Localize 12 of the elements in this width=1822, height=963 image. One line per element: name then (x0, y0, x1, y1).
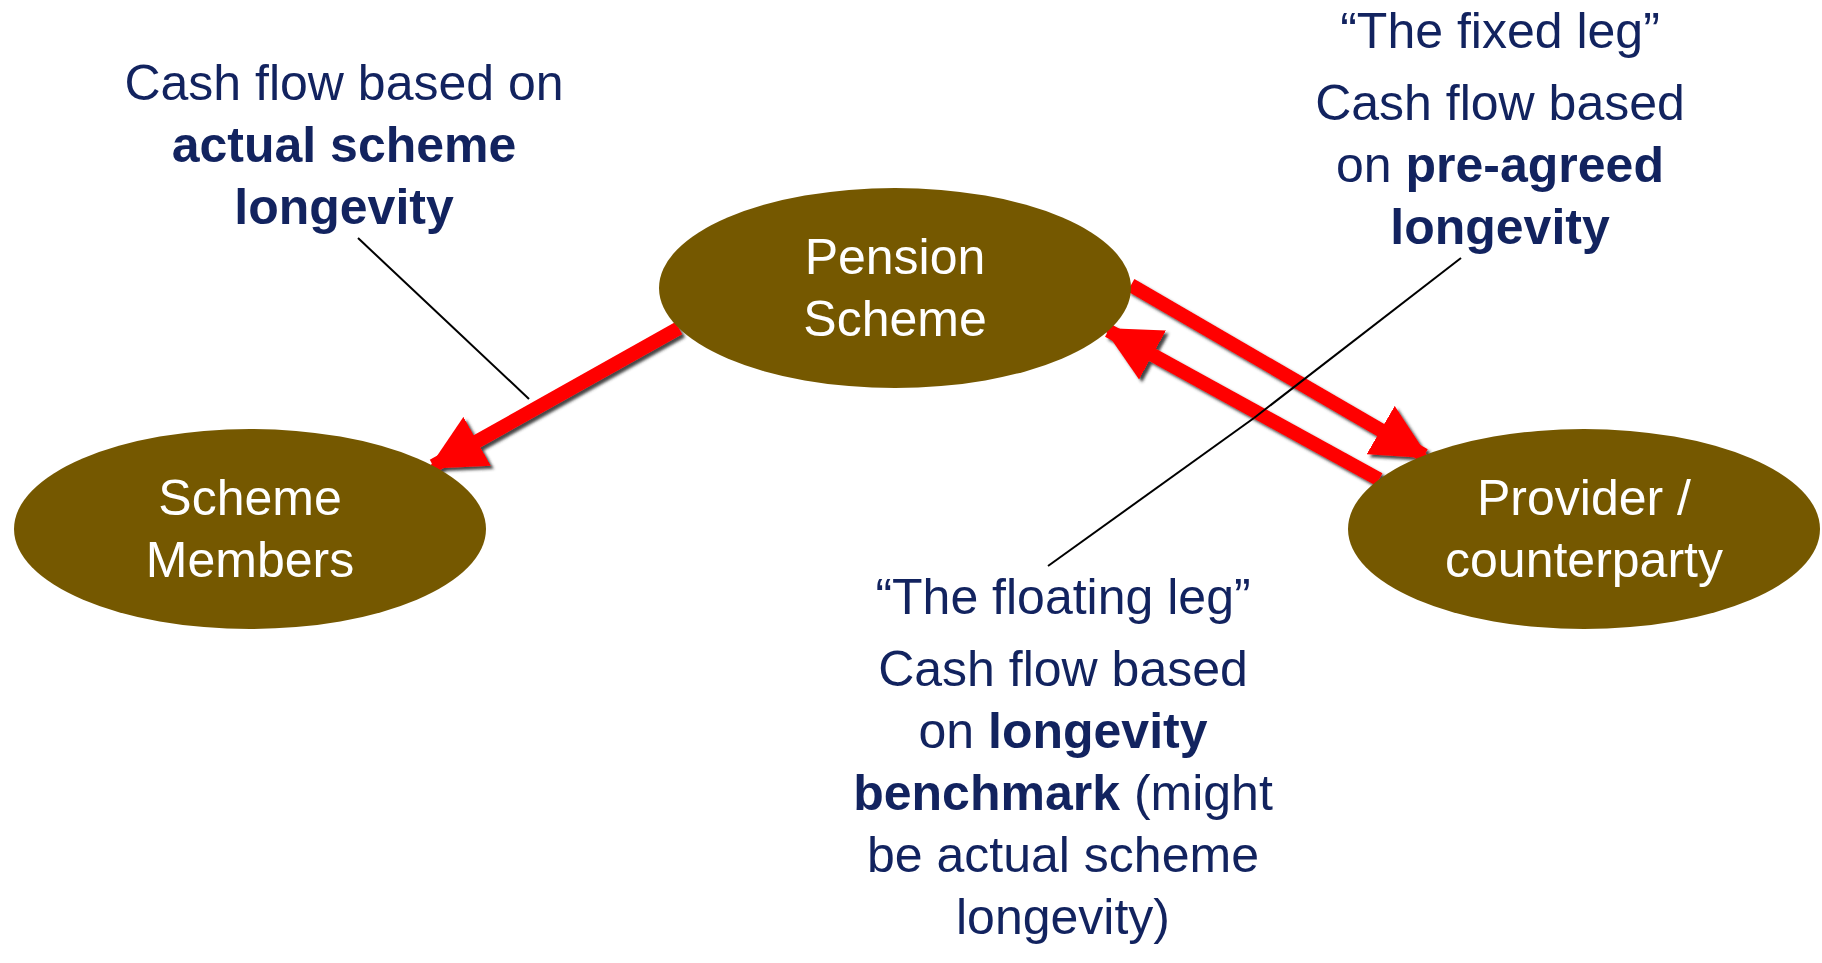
annotation-text: Cash flow based on actual scheme longevity (123, 54, 565, 237)
leader-line (1253, 257, 1462, 419)
leg-heading: “The floating leg” (874, 568, 1252, 627)
annotation-text: Cash flow based on longevity benchmark (might be actual scheme longevity) (853, 640, 1273, 947)
arrow (1103, 324, 1383, 486)
party-name: Pension Scheme (802, 228, 988, 349)
leader-line (357, 237, 530, 400)
leg-heading: “The fixed leg” (1339, 2, 1661, 61)
party-name: Provider / counterparty (1444, 469, 1724, 590)
leader-line (1047, 417, 1255, 567)
annotation-text: Cash flow based on pre-agreed longevity (1314, 74, 1686, 257)
party-name: Scheme Members (144, 469, 356, 590)
